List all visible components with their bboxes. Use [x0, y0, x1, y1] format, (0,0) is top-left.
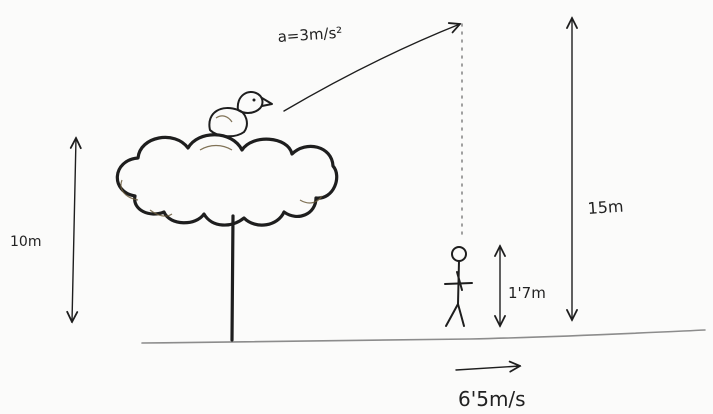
tree-height-label: 10m: [10, 234, 41, 250]
tree-height-arrow: [72, 138, 76, 322]
person-height-label: 1'7m: [508, 284, 546, 302]
tree-crown: [115, 133, 339, 227]
ground-line: [141, 329, 706, 344]
person: [444, 246, 473, 327]
speed-label: 6'5m/s: [458, 387, 526, 411]
target-height-label: 15m: [587, 197, 624, 218]
acceleration-label: a=3m/s²: [277, 24, 343, 46]
acceleration-arrow: [283, 24, 460, 112]
bird-eye-icon: [252, 98, 256, 102]
tree-trunk: [230, 214, 235, 342]
speed-arrow: [455, 366, 520, 370]
bird: [208, 91, 273, 138]
